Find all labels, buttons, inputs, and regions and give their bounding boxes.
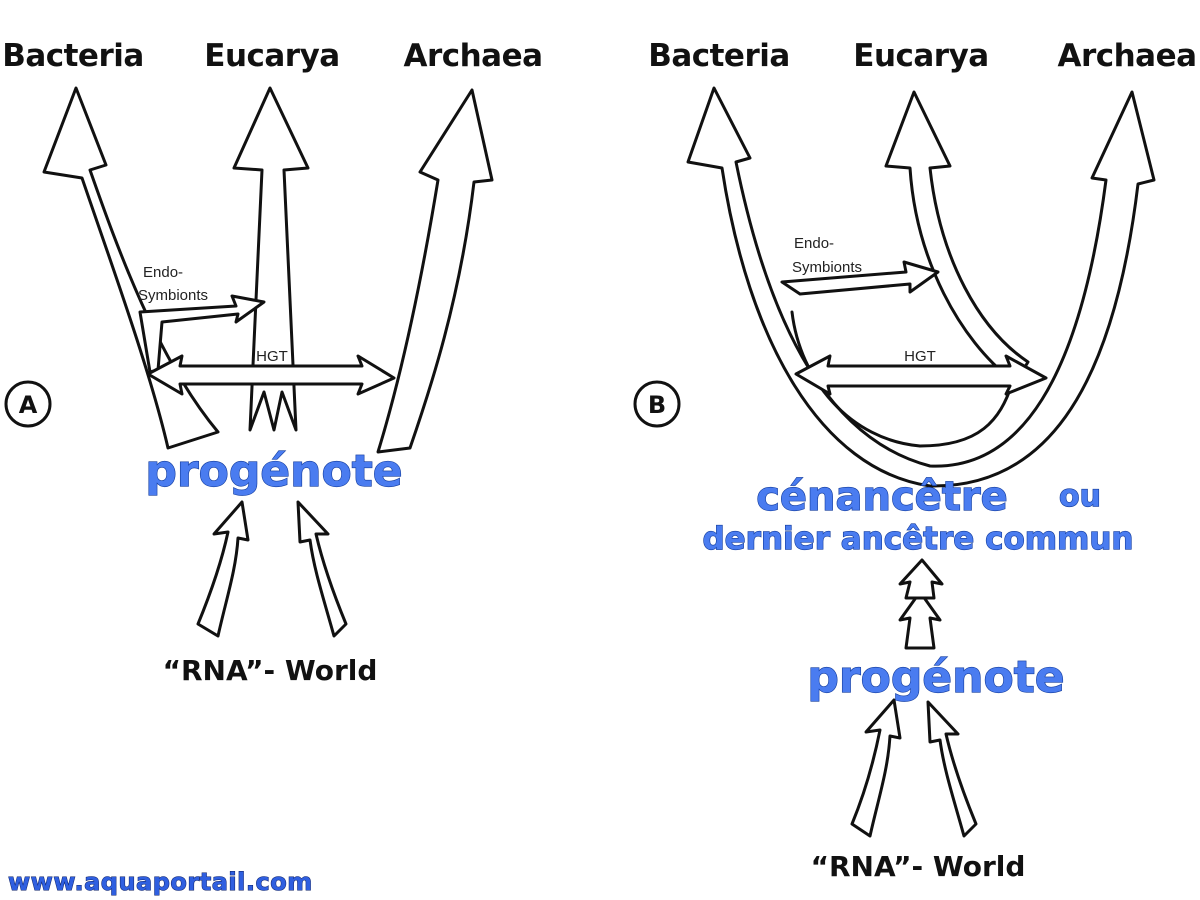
eucarya-branch-arrow-a — [232, 86, 310, 432]
domain-label-archaea-b: Archaea — [1057, 38, 1196, 74]
endosymbionts-label-line1-b: Endo- — [794, 235, 834, 252]
domain-label-eucarya-b: Eucarya — [853, 38, 988, 74]
domain-label-bacteria-a: Bacteria — [2, 38, 144, 74]
progenote-to-cenancestor-arrow-b — [898, 558, 944, 650]
archaea-branch-arrow-a — [376, 88, 494, 454]
rna-arrow-left-a — [196, 500, 250, 638]
inner-bowl-b — [790, 310, 1014, 448]
endosymbionts-label-line2-b: Symbionts — [792, 259, 862, 276]
hgt-label-b: HGT — [904, 348, 936, 365]
rna-world-label-b: “RNA”- World — [811, 850, 1026, 883]
progenote-label-b: progénote — [807, 652, 1064, 703]
cenancestor-label-b: cénancêtre — [756, 474, 1008, 520]
panel-letter-b: B — [648, 391, 666, 419]
cenancestor-or-label-b: ou — [1059, 479, 1101, 514]
progenote-label-a: progénote — [145, 446, 402, 497]
hgt-double-arrow-a — [146, 354, 396, 396]
panel-letter-badge-a: A — [4, 380, 52, 428]
domain-label-bacteria-b: Bacteria — [648, 38, 790, 74]
hgt-double-arrow-b — [794, 354, 1048, 396]
endosymbionts-label-line2-a: Symbionts — [138, 287, 208, 304]
panel-letter-badge-b: B — [633, 380, 681, 428]
rna-arrow-right-a — [296, 500, 348, 638]
panel-a: Bacteria Eucarya Archaea Endo- Symbionts… — [2, 38, 543, 687]
endosymbionts-label-line1-a: Endo- — [143, 264, 183, 281]
endosymbiont-arrow-a — [138, 294, 266, 374]
endosymbiont-arrow-b — [780, 260, 940, 296]
domain-label-eucarya-a: Eucarya — [204, 38, 339, 74]
rna-arrow-left-b — [850, 698, 902, 838]
eucarya-branch-arrow-b — [884, 90, 1030, 382]
bacteria-branch-arrow-a — [42, 86, 220, 450]
last-common-ancestor-label-b: dernier ancêtre commun — [702, 521, 1133, 557]
rna-world-label-a: “RNA”- World — [163, 654, 378, 687]
domain-label-archaea-a: Archaea — [403, 38, 542, 74]
panel-letter-a: A — [19, 391, 38, 419]
watermark-url: www.aquaportail.com — [8, 868, 313, 896]
hgt-label-a: HGT — [256, 348, 288, 365]
panel-b: Bacteria Eucarya Archaea Endo- Symbionts… — [633, 38, 1197, 883]
rna-arrow-right-b — [926, 700, 978, 838]
